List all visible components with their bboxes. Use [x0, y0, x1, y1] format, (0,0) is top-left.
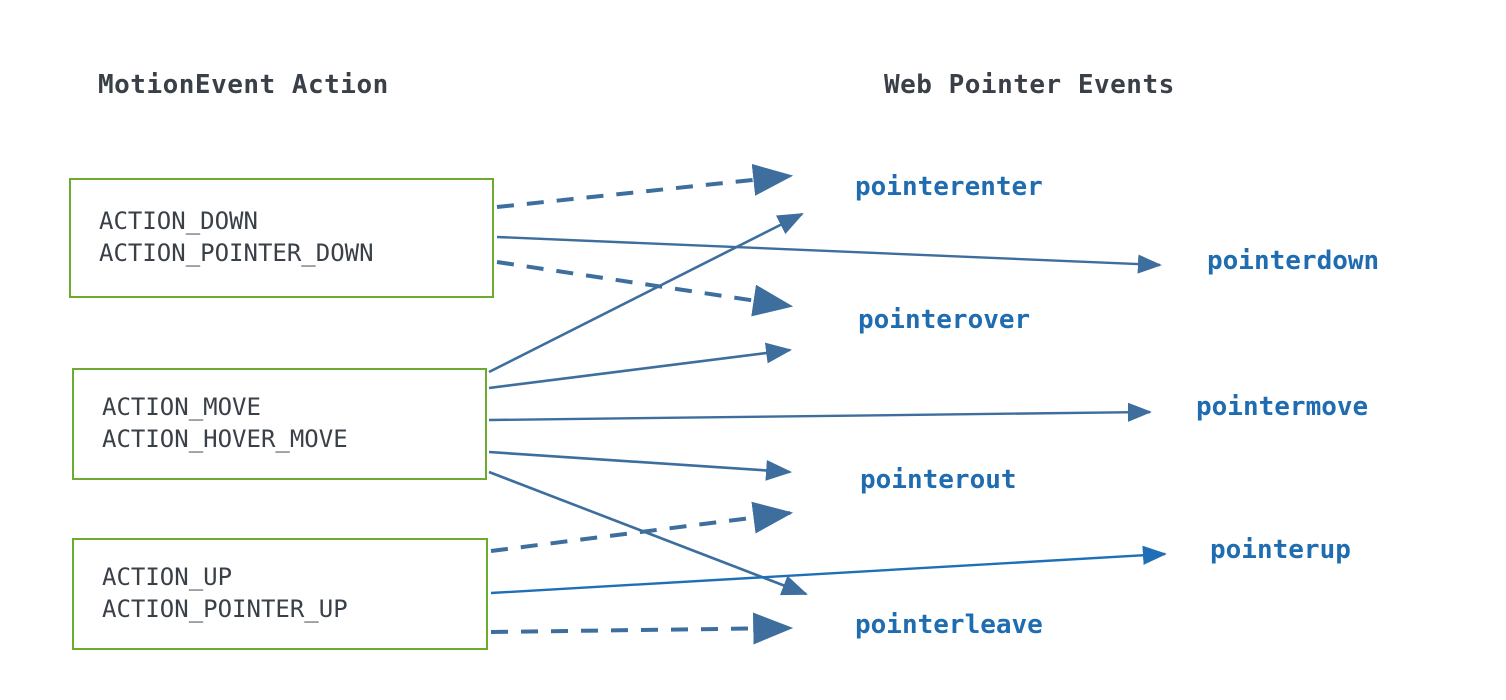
event-label-pointerdown[interactable]: pointerdown: [1207, 246, 1380, 276]
action-box-move-line-2: ACTION_HOVER_MOVE: [102, 425, 348, 453]
action-box-up-line-2: ACTION_POINTER_UP: [102, 595, 348, 623]
event-label-pointerover[interactable]: pointerover: [858, 305, 1031, 335]
action-box-up[interactable]: ACTION_UP ACTION_POINTER_UP: [72, 538, 488, 650]
connector-down-to-pointerdown: [496, 235, 1162, 274]
connector-up-to-pointerout: [490, 501, 794, 553]
connector-move-to-pointermove: [488, 402, 1152, 422]
connector-up-to-pointerleave: [490, 612, 794, 645]
event-label-pointermove[interactable]: pointermove: [1196, 392, 1369, 422]
connector-up-to-pointerup: [490, 545, 1167, 595]
event-label-pointerup[interactable]: pointerup: [1210, 535, 1351, 565]
connector-down-to-pointerenter: [496, 163, 794, 209]
action-box-down-line-2: ACTION_POINTER_DOWN: [99, 239, 374, 267]
connector-move-to-pointerover: [488, 342, 793, 390]
event-label-pointerout[interactable]: pointerout: [860, 465, 1017, 495]
connector-move-to-pointerenter: [488, 212, 804, 374]
action-box-move-line-1: ACTION_MOVE: [102, 393, 261, 422]
action-box-down-line-1: ACTION_DOWN: [99, 207, 258, 236]
column-header-left: MotionEvent Action: [98, 70, 389, 100]
action-box-up-line-1: ACTION_UP: [102, 563, 233, 592]
event-label-pointerenter[interactable]: pointerenter: [855, 172, 1043, 202]
column-header-right: Web Pointer Events: [884, 70, 1175, 100]
action-box-down[interactable]: ACTION_DOWN ACTION_POINTER_DOWN: [69, 178, 494, 298]
action-box-move[interactable]: ACTION_MOVE ACTION_HOVER_MOVE: [72, 368, 487, 480]
connector-move-to-pointerout: [488, 450, 793, 481]
connector-move-to-pointerleave: [488, 470, 808, 596]
connector-down-to-pointerover: [496, 260, 794, 317]
event-label-pointerleave[interactable]: pointerleave: [855, 610, 1043, 640]
